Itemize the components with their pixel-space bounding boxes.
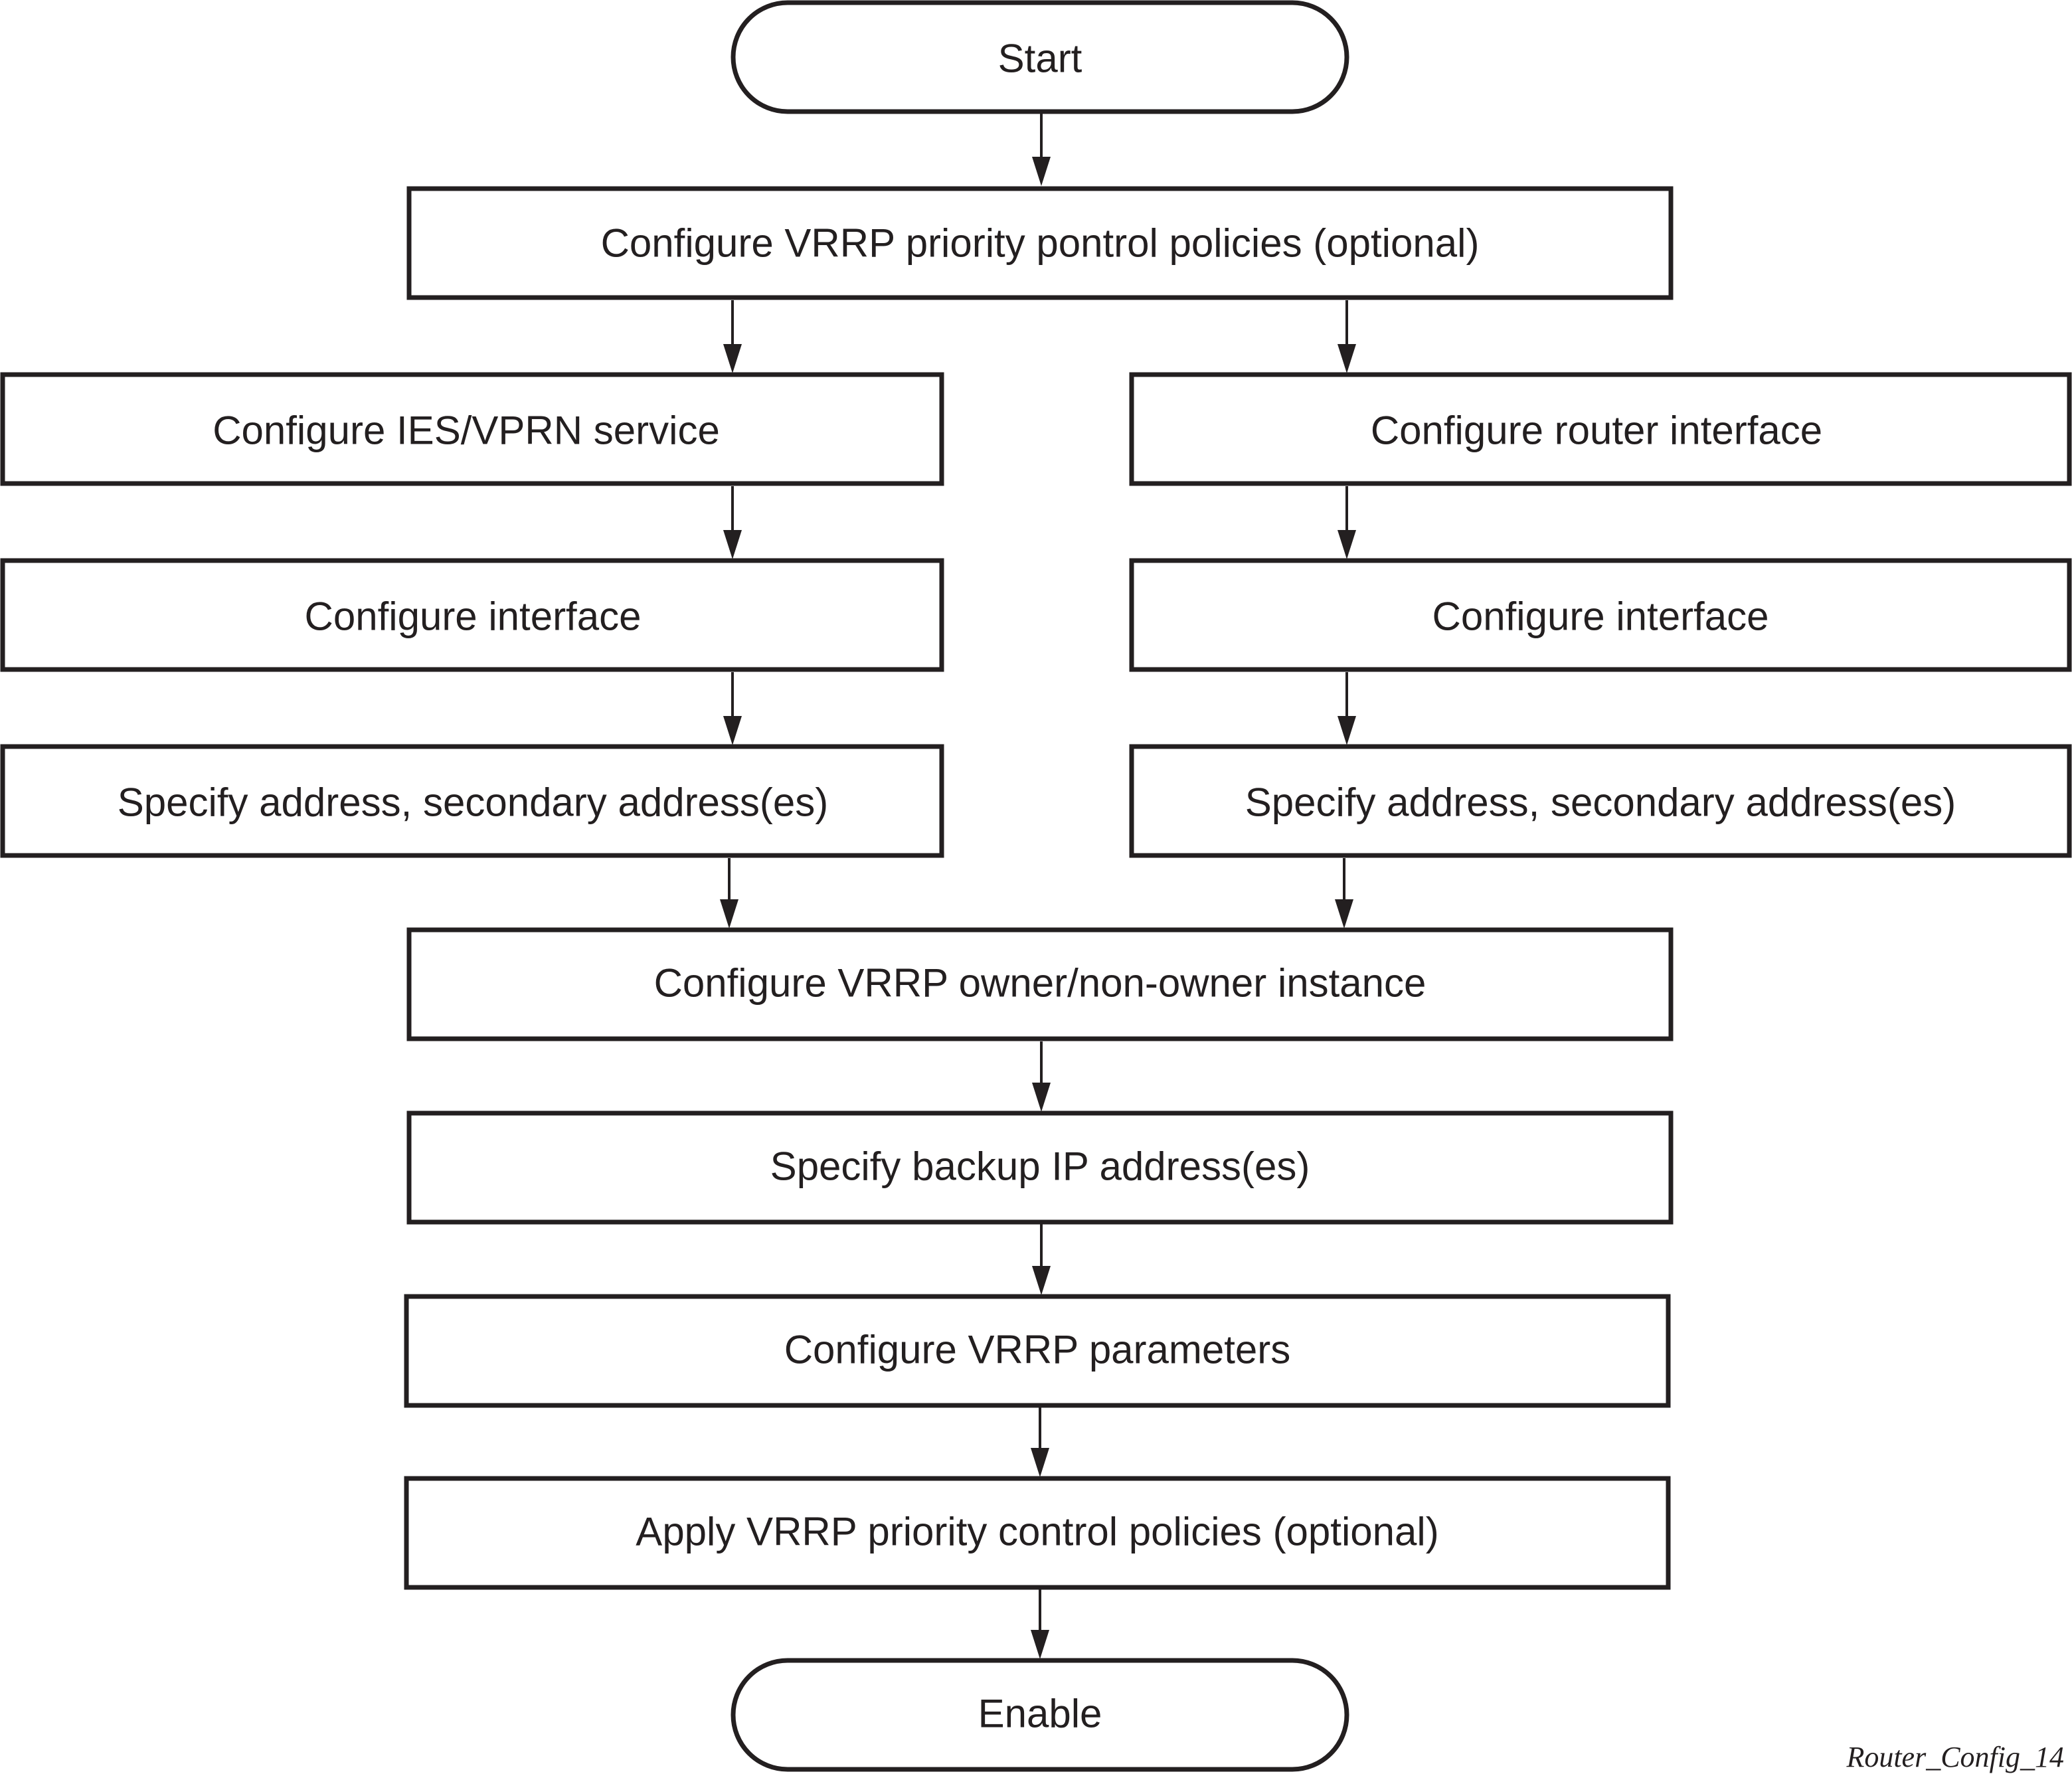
start-label: Start: [998, 37, 1082, 81]
step-left-interface: Configure interface: [0, 558, 944, 672]
step-router-interface: Configure router interface: [1129, 372, 2072, 486]
step-right-interface: Configure interface: [1129, 558, 2072, 672]
step-vrrp-parameters-label: Configure VRRP parameters: [784, 1328, 1291, 1372]
arrow-left-interface-to-left-address: [723, 672, 742, 745]
step-ies-vprn-service-label: Configure IES/VPRN service: [213, 408, 720, 453]
enable-label: Enable: [978, 1692, 1102, 1736]
arrow-vrrp-instance-to-backup-ip: [1032, 1041, 1051, 1112]
step-left-address: Specify address, secondary address(es): [0, 744, 944, 858]
arrow-left-address-to-vrrp-instance: [720, 858, 738, 929]
arrow-apply-policies-to-enable: [1031, 1589, 1049, 1659]
step-right-address: Specify address, secondary address(es): [1129, 744, 2072, 858]
arrow-router-interface-to-right-interface: [1338, 486, 1356, 559]
arrow-priority-policies-to-router-interface: [1338, 300, 1356, 373]
arrow-right-address-to-vrrp-instance: [1335, 858, 1353, 929]
step-left-address-label: Specify address, secondary address(es): [118, 780, 829, 825]
step-apply-policies: Apply VRRP priority control policies (op…: [404, 1476, 1671, 1590]
step-vrrp-parameters: Configure VRRP parameters: [404, 1294, 1671, 1408]
step-right-interface-label: Configure interface: [1432, 594, 1769, 639]
step-vrrp-instance-label: Configure VRRP owner/non-owner instance: [654, 961, 1426, 1006]
arrow-vrrp-parameters-to-apply-policies: [1031, 1405, 1049, 1477]
step-priority-policies: Configure VRRP priority pontrol policies…: [406, 186, 1674, 300]
connectors: [720, 113, 1356, 1659]
step-backup-ip-label: Specify backup IP address(es): [770, 1144, 1310, 1189]
arrow-start-to-priority-policies: [1032, 113, 1051, 186]
start-terminator: Start: [731, 0, 1349, 114]
figure-caption: Router_Config_14: [1846, 1741, 2064, 1773]
arrow-right-interface-to-right-address: [1338, 672, 1356, 745]
step-router-interface-label: Configure router interface: [1371, 408, 1822, 453]
arrow-ies-vprn-service-to-left-interface: [723, 486, 742, 559]
arrow-backup-ip-to-vrrp-parameters: [1032, 1223, 1051, 1295]
step-ies-vprn-service: Configure IES/VPRN service: [0, 372, 944, 486]
step-vrrp-instance: Configure VRRP owner/non-owner instance: [406, 927, 1674, 1041]
arrow-priority-policies-to-ies-vprn-service: [723, 300, 742, 373]
step-left-interface-label: Configure interface: [305, 594, 642, 639]
step-apply-policies-label: Apply VRRP priority control policies (op…: [636, 1510, 1438, 1554]
step-priority-policies-label: Configure VRRP priority pontrol policies…: [601, 221, 1480, 266]
enable-terminator: Enable: [731, 1658, 1349, 1772]
step-backup-ip: Specify backup IP address(es): [406, 1110, 1674, 1225]
step-right-address-label: Specify address, secondary address(es): [1245, 780, 1956, 825]
